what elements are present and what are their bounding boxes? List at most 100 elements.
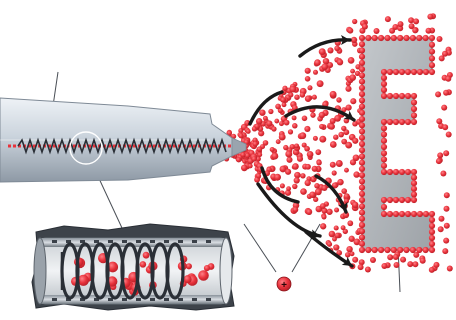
charge-symbol-label: +	[281, 280, 287, 291]
coating-particle	[440, 170, 447, 177]
coating-particle	[397, 246, 404, 254]
coating-particle	[410, 185, 418, 192]
spray-particle	[337, 178, 344, 186]
arrowhead-shape	[338, 201, 348, 212]
coating-particle	[428, 68, 436, 76]
spray-particle	[318, 111, 326, 119]
coating-particle	[409, 34, 416, 42]
spray-particle	[333, 225, 339, 231]
coating-particle	[435, 91, 442, 98]
spray-particle	[268, 108, 274, 115]
tube-vent	[150, 240, 155, 243]
spray-particle	[280, 97, 286, 103]
spray-particle	[334, 114, 341, 122]
coating-particle	[358, 178, 366, 185]
spray-particle	[352, 137, 359, 144]
coating-particle	[416, 246, 423, 254]
spray-particle	[294, 94, 300, 100]
coating-particle	[392, 210, 400, 218]
coating-particle	[398, 196, 406, 204]
coating-particle	[390, 34, 397, 42]
spray-particle	[266, 120, 273, 127]
coating-particle	[386, 92, 394, 100]
coating-particle	[358, 190, 366, 197]
coating-particle	[380, 118, 388, 126]
spray-particle	[314, 183, 320, 189]
spray-particle	[305, 163, 311, 170]
spray-particle	[257, 152, 263, 158]
coating-particle	[358, 246, 366, 254]
coating-particle	[410, 118, 418, 126]
spray-particle	[341, 138, 348, 145]
spray-particle	[300, 173, 306, 179]
coating-particle	[380, 92, 388, 100]
coating-particle	[358, 165, 366, 172]
spray-particle	[301, 115, 308, 122]
coating-particle	[422, 210, 430, 218]
coating-particle	[404, 92, 412, 100]
spray-particle	[329, 90, 337, 98]
spray-particle	[256, 146, 263, 153]
coating-particle	[410, 180, 418, 187]
spray-particle	[353, 171, 360, 178]
coating-particle	[436, 36, 443, 42]
coating-particle	[380, 80, 388, 88]
coating-particle	[433, 261, 440, 268]
spray-particle	[304, 125, 311, 132]
spray-particle	[329, 141, 337, 148]
spray-particle	[307, 85, 313, 91]
field-line	[284, 105, 356, 122]
spray-particle	[343, 198, 350, 204]
spray-particle	[334, 232, 341, 239]
spray-particle	[316, 80, 324, 88]
spray-particle	[238, 133, 244, 139]
coating-particle	[422, 246, 429, 254]
field-line	[248, 90, 284, 126]
coating-particle	[398, 68, 406, 76]
coating-particle	[358, 197, 366, 204]
coating-particle	[358, 203, 366, 210]
coating-particle	[384, 16, 391, 23]
spray-particle	[328, 230, 336, 238]
spray-particle	[294, 143, 300, 149]
coating-particle	[428, 55, 436, 62]
coating-particle	[392, 68, 400, 76]
spray-particle	[341, 107, 347, 113]
coating-particle	[380, 74, 388, 82]
spray-particle	[244, 153, 250, 159]
coating-particle	[358, 41, 366, 48]
coating-particle	[393, 262, 400, 268]
coating-particle	[365, 246, 372, 254]
spray-particle	[314, 59, 321, 66]
tube-vent	[206, 298, 211, 301]
detail-tube-bottom-wall	[40, 295, 226, 304]
coating-particle	[428, 34, 436, 42]
spray-particle	[336, 250, 343, 256]
detail-tube-end-left	[33, 237, 47, 305]
coating-particle	[428, 62, 436, 69]
spray-particle	[226, 130, 232, 136]
spray-particle	[334, 45, 340, 52]
coating-particle	[380, 210, 388, 218]
spray-particle	[309, 191, 316, 198]
nozzle-tip	[231, 137, 247, 157]
spray-particle	[269, 146, 275, 153]
coating-particle	[416, 210, 424, 218]
spray-particle	[333, 134, 339, 140]
spray-particle	[301, 142, 307, 148]
coating-particle	[358, 184, 366, 191]
leader-line-charge-right	[291, 223, 321, 273]
leader-line-detail	[95, 171, 123, 229]
coating-particle	[410, 99, 418, 106]
spray-particle	[313, 196, 319, 203]
coating-particle	[352, 256, 359, 263]
coating-particle	[358, 34, 366, 42]
tube-vent	[108, 298, 113, 301]
coating-particle	[358, 122, 366, 129]
spray-particle	[299, 92, 306, 98]
coating-particle	[380, 125, 388, 132]
spray-particle	[283, 119, 290, 126]
spray-particle	[256, 173, 262, 179]
tube-vent	[192, 298, 197, 301]
coating-particle	[358, 47, 366, 54]
